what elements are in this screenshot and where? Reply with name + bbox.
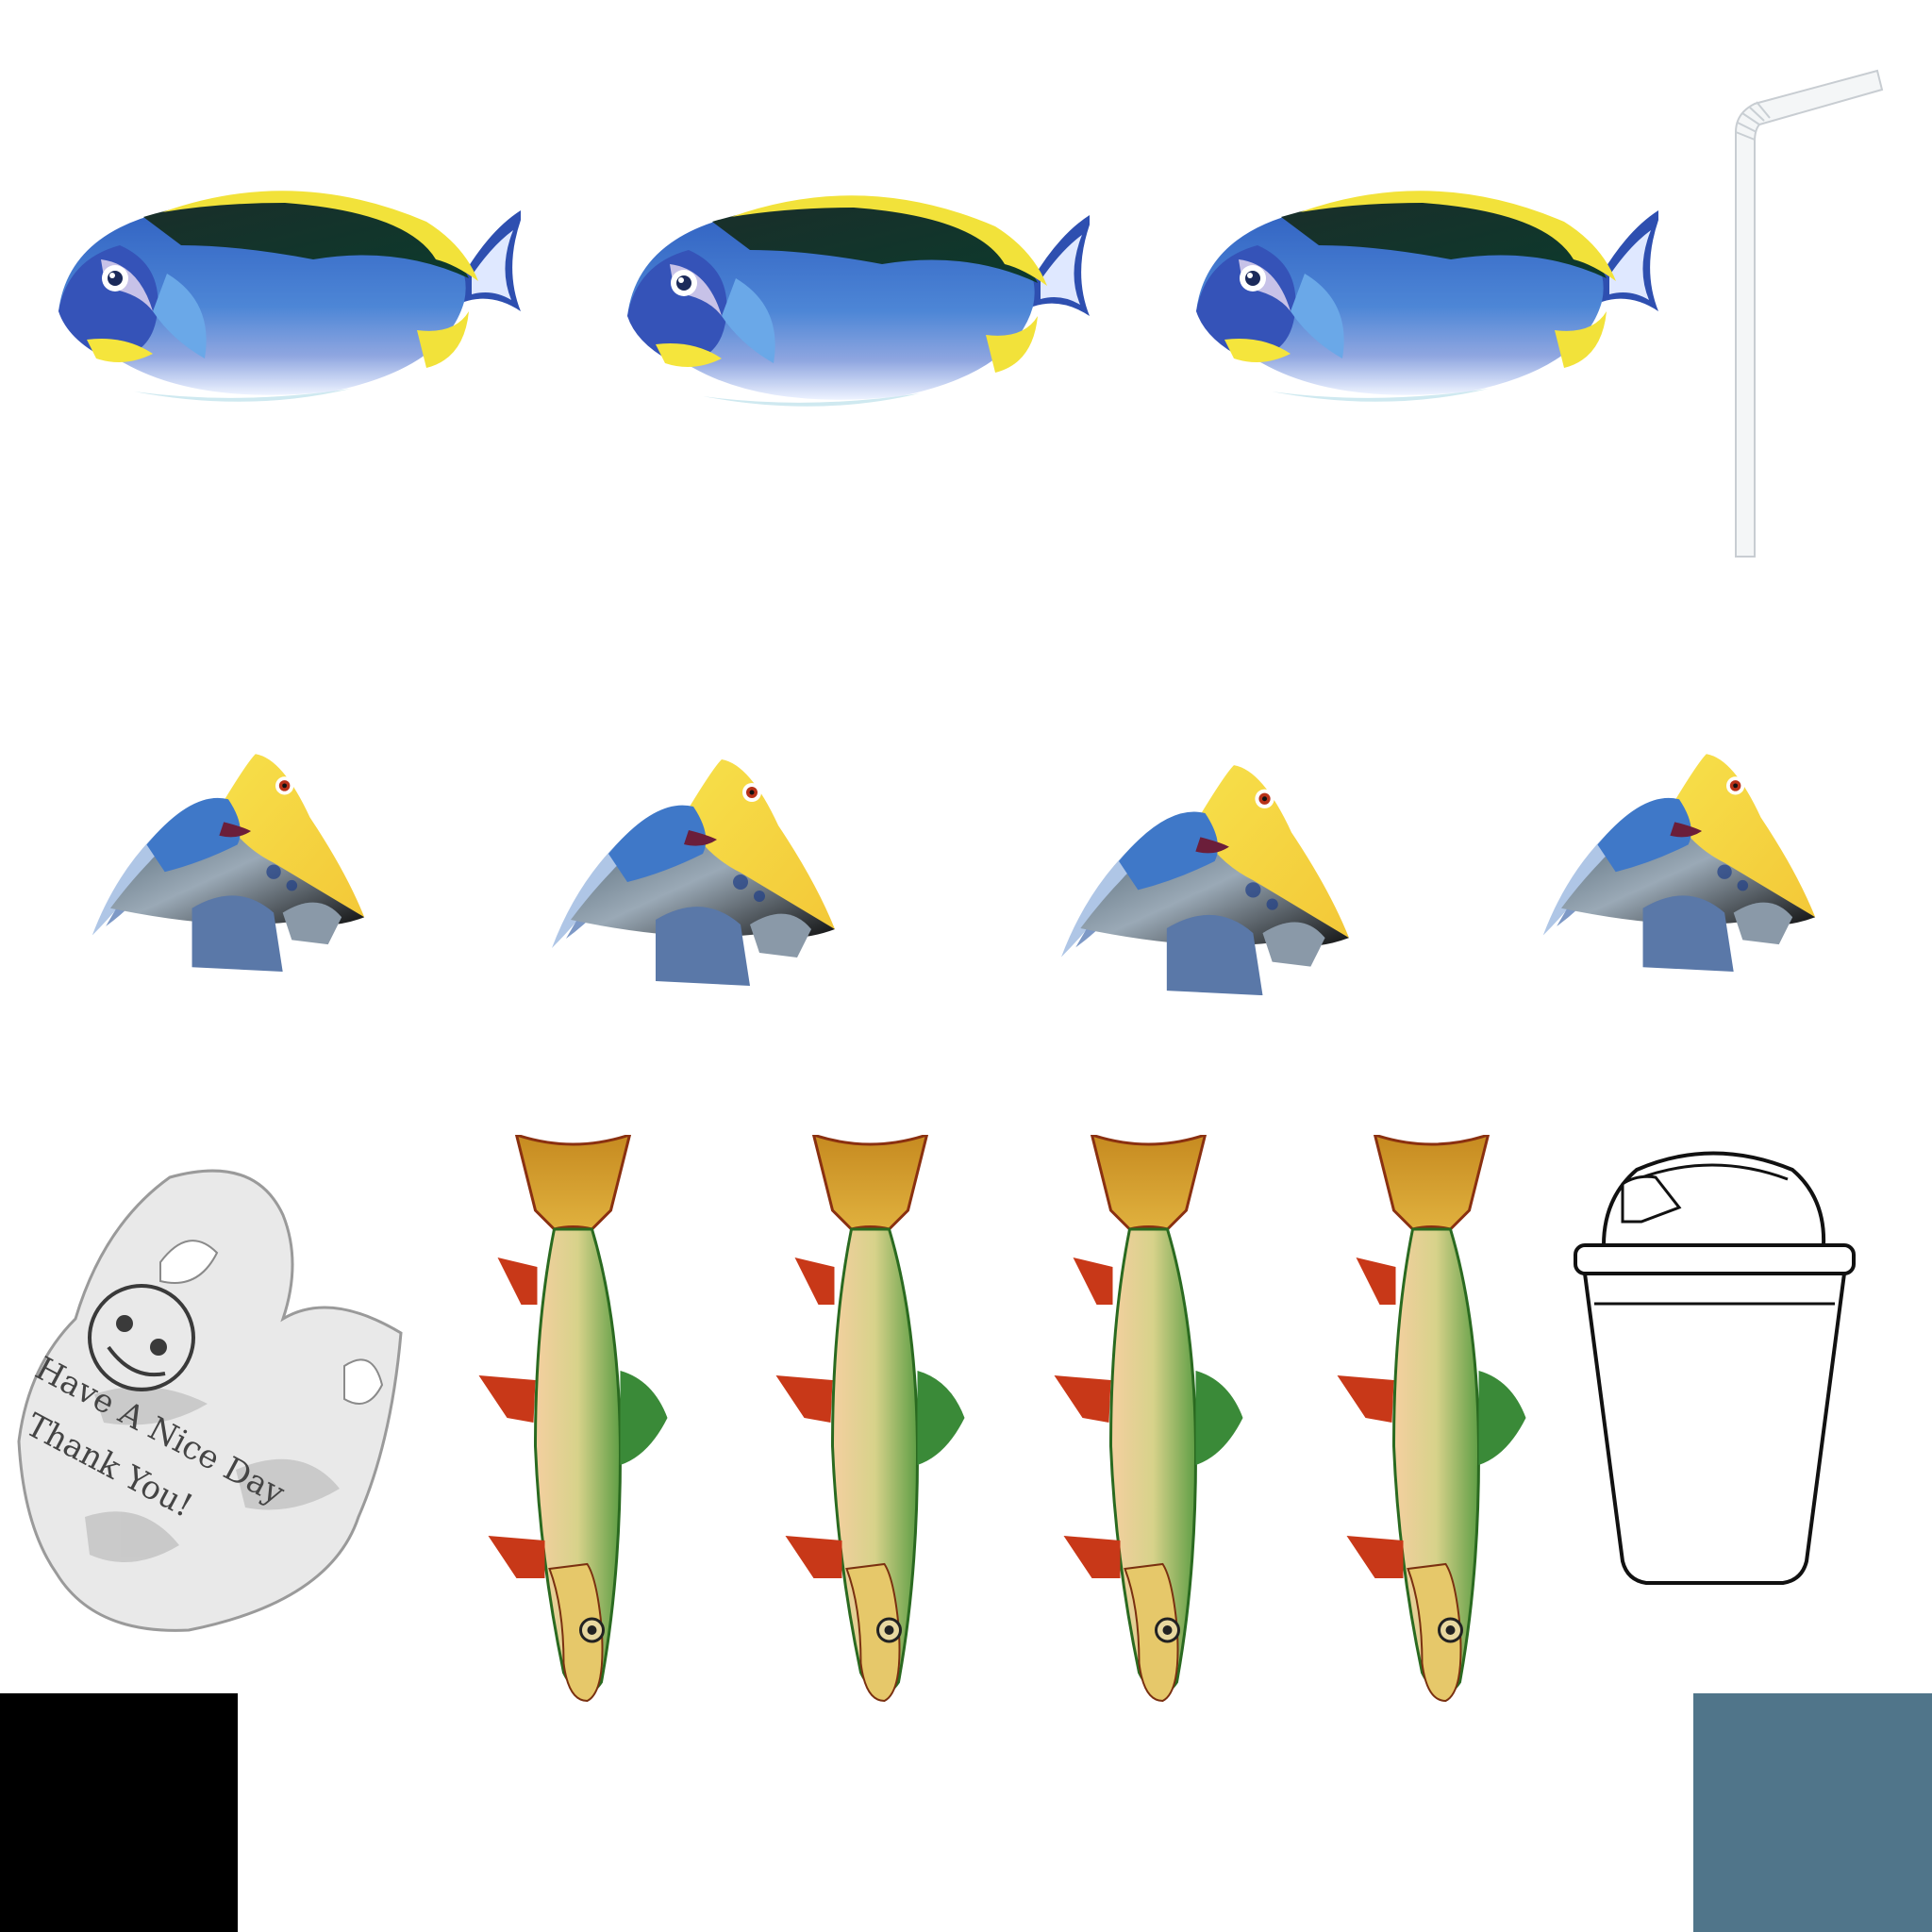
trout: [755, 1135, 986, 1710]
trout: [1033, 1135, 1264, 1710]
plastic-bag: Have A Nice Day Thank You!: [17, 1158, 403, 1635]
tang-fish: [49, 170, 521, 406]
tang-fish: [618, 175, 1090, 410]
yellow-head-fish: [87, 736, 370, 972]
trout: [458, 1135, 689, 1710]
yellow-head-fish: [552, 722, 835, 1005]
blue-grey-corner-block: [1693, 1693, 1932, 1932]
black-corner-block: [0, 1693, 238, 1932]
drinking-straw: [1717, 69, 1887, 558]
trout: [1316, 1135, 1547, 1710]
yellow-head-fish: [1538, 736, 1821, 972]
coffee-cup: [1571, 1132, 1858, 1585]
tang-fish: [1187, 170, 1658, 406]
yellow-head-fish: [1061, 738, 1349, 1004]
